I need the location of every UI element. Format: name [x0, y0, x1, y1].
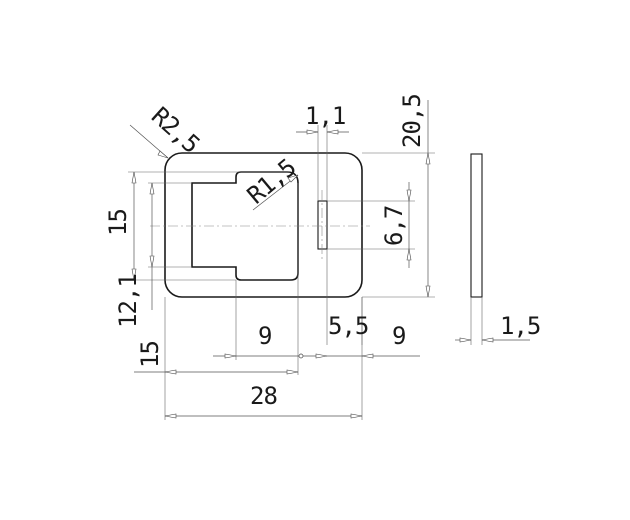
- label-opening-right: 9: [258, 322, 271, 350]
- label-radius-corner: R2,5: [146, 102, 205, 159]
- label-slot-width: 1,1: [305, 102, 345, 130]
- arrowheads: [131, 129, 494, 419]
- label-overall-height: 20,5: [398, 94, 426, 148]
- label-radius-inner: R1,5: [242, 154, 301, 210]
- label-opening-height: 15: [104, 209, 132, 236]
- slot: [317, 200, 328, 250]
- label-lower-height: 12,1: [114, 274, 142, 328]
- label-slot-offset: 5,5: [328, 312, 368, 340]
- extension-lines: [128, 125, 483, 420]
- label-left-offset: 15: [136, 341, 164, 368]
- label-right-offset: 9: [392, 322, 405, 350]
- label-overall-width: 28: [250, 382, 277, 410]
- plate-outline: [164, 152, 363, 298]
- label-thickness: 1,5: [500, 312, 540, 340]
- side-view-plate: [470, 153, 483, 298]
- label-slot-height: 6,7: [380, 206, 408, 246]
